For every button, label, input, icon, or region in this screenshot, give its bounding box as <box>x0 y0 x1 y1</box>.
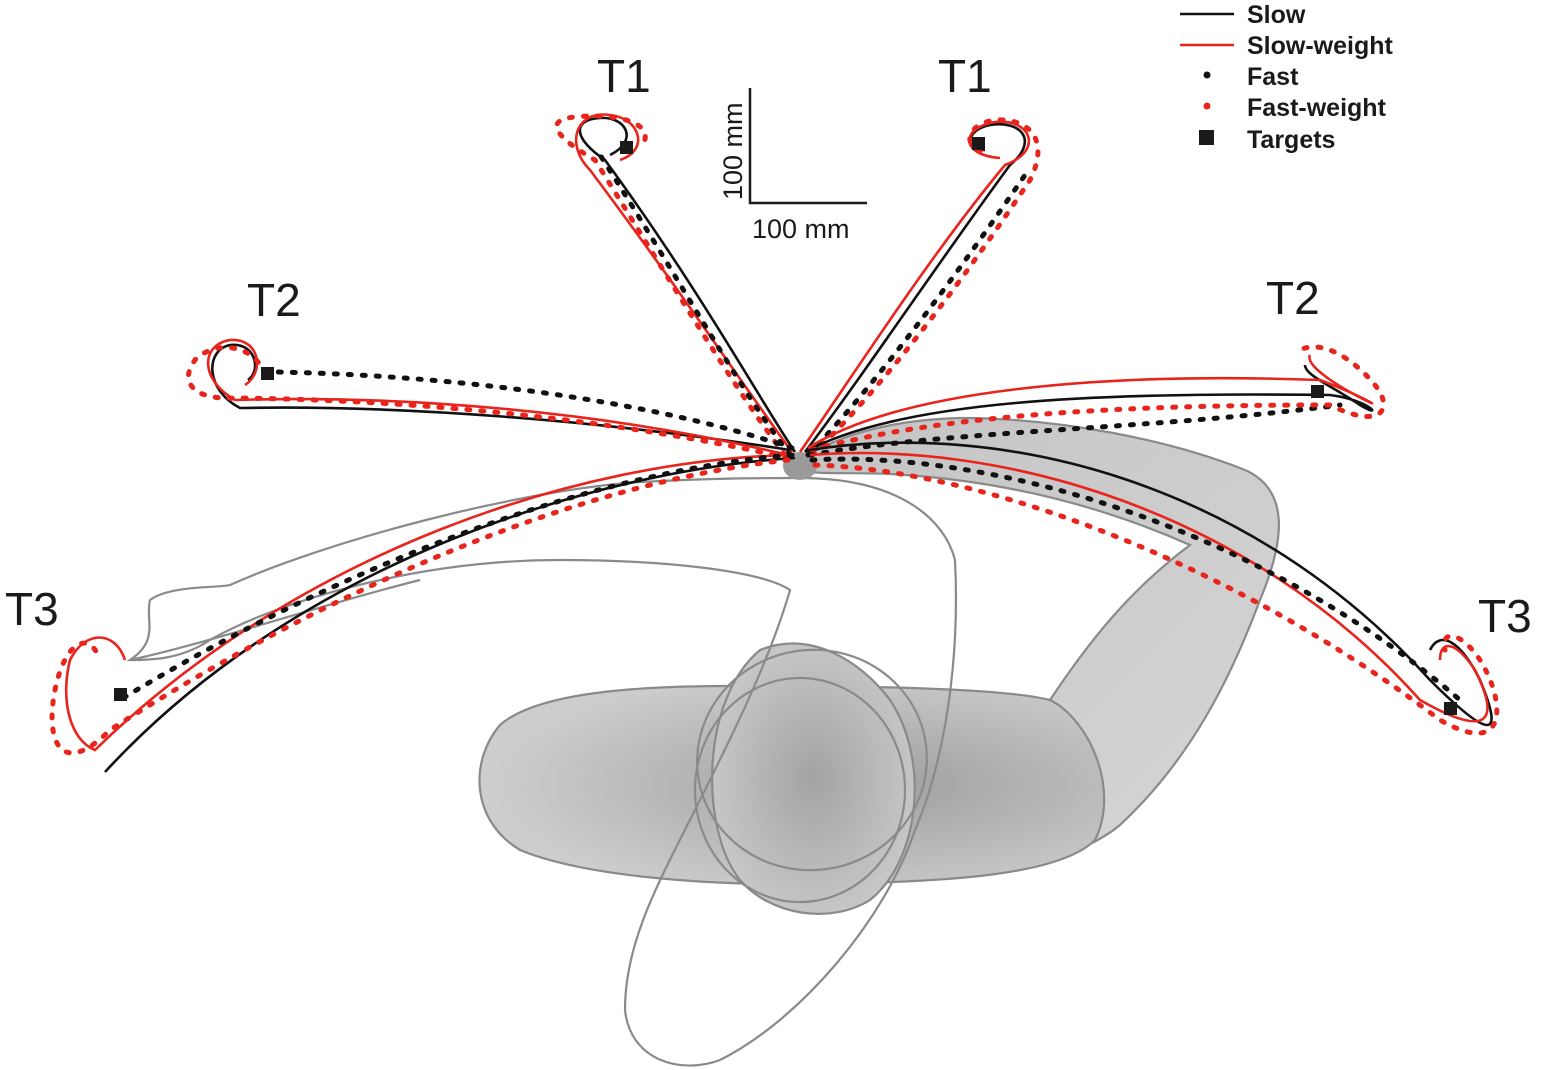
slow-weight-path-right-t2 <box>807 354 1374 450</box>
scale-bar-vertical-label: 100 mm <box>718 102 748 200</box>
legend-targets-swatch <box>1199 130 1214 145</box>
legend-fast-weight-swatch <box>1203 102 1211 110</box>
trajectories <box>49 113 1500 773</box>
fast-weight-path-right-t2 <box>809 344 1387 453</box>
target-marker-right-t2 <box>1311 385 1324 398</box>
slow-weight-path-left-t2 <box>206 338 789 457</box>
legend-targets-label: Targets <box>1247 126 1335 154</box>
scale-bar: 100 mm 100 mm <box>718 88 867 244</box>
fast-weight-path-left-t3 <box>49 457 791 756</box>
fast-path-left-t2 <box>272 369 795 451</box>
fast-path-left-t3 <box>117 452 795 703</box>
fast-weight-path-left-t1 <box>554 113 788 458</box>
target-marker-left-t2 <box>261 367 274 380</box>
label-left-t3: T3 <box>5 583 59 635</box>
legend-slow-weight-label: Slow-weight <box>1247 32 1394 60</box>
target-marker-left-t1 <box>620 141 633 154</box>
scale-bar-lines <box>748 88 867 205</box>
label-right-t2: T2 <box>1266 272 1320 324</box>
label-right-t3: T3 <box>1478 590 1532 642</box>
slow-weight-path-left-t1 <box>574 113 794 453</box>
head <box>711 642 916 915</box>
shoulder-circle-outline <box>696 648 928 872</box>
scale-bar-horizontal-label: 100 mm <box>752 214 850 244</box>
target-marker-right-t3 <box>1444 702 1457 715</box>
slow-weight-path-right-t1 <box>798 120 1031 453</box>
fast-path-right-t2 <box>807 402 1343 458</box>
label-left-t1: T1 <box>597 50 651 102</box>
legend-fast-label: Fast <box>1247 63 1299 91</box>
label-left-t2: T2 <box>247 274 301 326</box>
legend-slow-label: Slow <box>1247 1 1306 29</box>
legend: Slow Slow-weight Fast Fast-weight Target… <box>1180 1 1394 154</box>
reach-outline <box>129 578 421 662</box>
fast-weight-path-left-t2 <box>186 345 791 461</box>
fast-path-right-t3 <box>809 456 1463 703</box>
left-arm-outline <box>126 476 958 1067</box>
fast-weight-path-right-t1 <box>809 117 1041 458</box>
body-silhouette <box>126 416 1280 1067</box>
target-marker-right-t1 <box>972 137 985 150</box>
targets <box>114 137 1457 715</box>
target-marker-left-t3 <box>114 688 127 701</box>
legend-fast-weight-label: Fast-weight <box>1247 94 1387 122</box>
head-circle-outline <box>693 676 907 904</box>
slow-path-right-t1 <box>803 122 1026 453</box>
slow-path-left-t2 <box>211 343 791 452</box>
slow-weight-path-right-t3 <box>809 451 1489 723</box>
fast-path-right-t1 <box>805 172 1028 458</box>
legend-fast-swatch <box>1203 71 1211 79</box>
right-arm-shaded <box>798 416 1280 872</box>
label-right-t1: T1 <box>938 50 992 102</box>
fast-path-left-t1 <box>597 152 793 458</box>
